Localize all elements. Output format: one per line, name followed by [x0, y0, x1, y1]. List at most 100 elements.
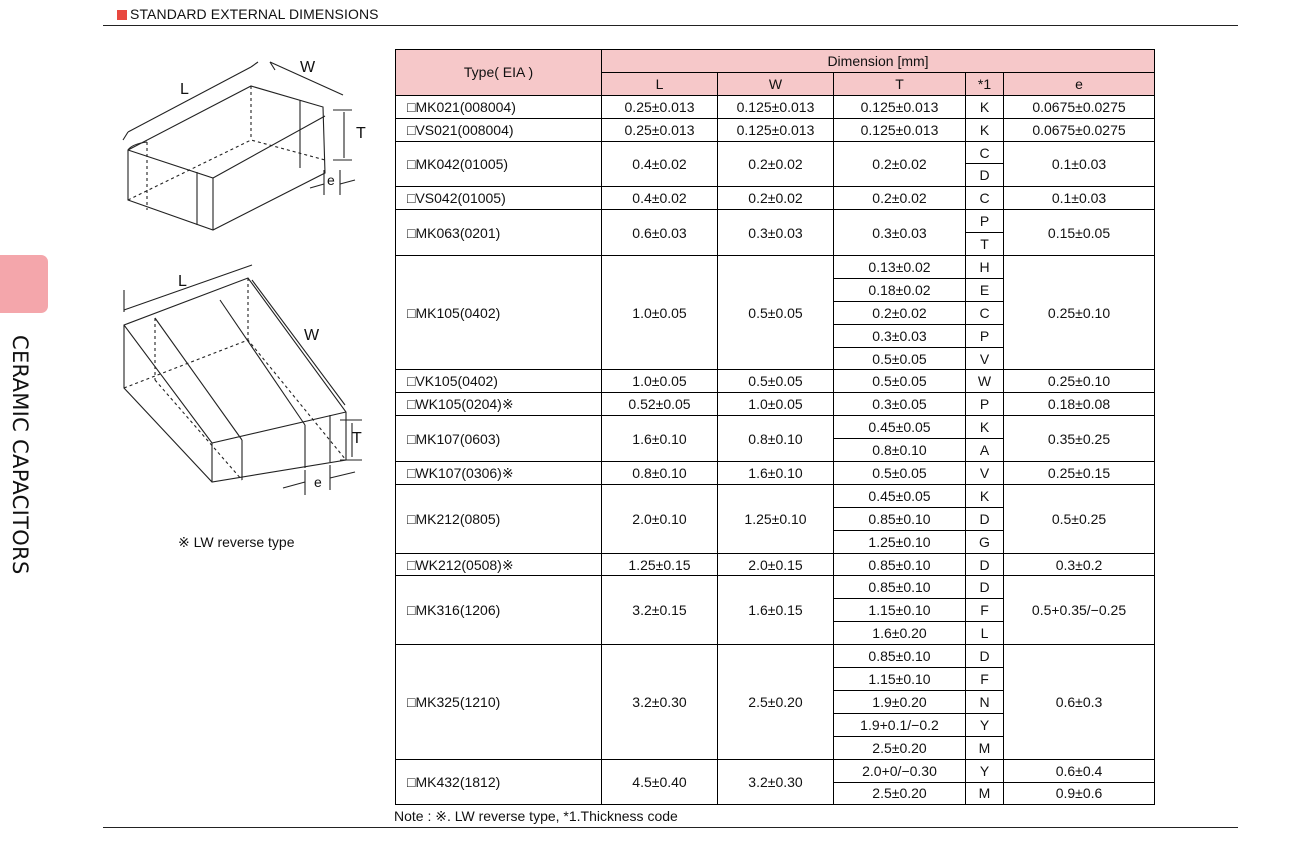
type-cell: □VS021(008004) — [395, 117, 602, 142]
col-header-e: e — [1002, 71, 1156, 96]
thickness-cell: 0.5±0.05 — [833, 346, 966, 371]
thickness-code-cell: T — [965, 232, 1004, 257]
thickness-cell: 0.125±0.013 — [833, 94, 966, 119]
thickness-cell: 0.85±0.10 — [833, 575, 966, 600]
width-cell: 2.0±0.15 — [717, 552, 834, 577]
width-cell: 2.5±0.20 — [717, 644, 834, 760]
thickness-code-cell: V — [965, 346, 1004, 371]
type-cell: □WK212(0508)※ — [395, 552, 602, 577]
thickness-code-cell: D — [965, 506, 1004, 531]
thickness-code-cell: M — [965, 781, 1004, 806]
thickness-cell: 0.3±0.03 — [833, 323, 966, 348]
length-cell: 1.6±0.10 — [601, 415, 718, 463]
thickness-cell: 0.8±0.10 — [833, 438, 966, 463]
type-cell: □WK105(0204)※ — [395, 392, 602, 417]
thickness-cell: 1.6±0.20 — [833, 621, 966, 646]
table-footnote: Note : ※. LW reverse type, *1.Thickness … — [394, 808, 678, 824]
type-cell: □VS042(01005) — [395, 186, 602, 211]
width-cell: 3.2±0.30 — [717, 758, 834, 806]
thickness-cell: 0.5±0.05 — [833, 369, 966, 394]
thickness-cell: 1.25±0.10 — [833, 529, 966, 554]
thickness-code-cell: V — [965, 461, 1004, 485]
e-cell: 0.15±0.05 — [1002, 209, 1156, 257]
section-title-text: STANDARD EXTERNAL DIMENSIONS — [130, 6, 379, 22]
thickness-code-cell: D — [965, 163, 1004, 188]
thickness-code-cell: P — [965, 209, 1004, 234]
length-cell: 0.52±0.05 — [601, 392, 718, 417]
length-cell: 1.0±0.05 — [601, 255, 718, 371]
width-cell: 0.125±0.013 — [717, 94, 834, 119]
thickness-cell: 2.0+0/−0.30 — [833, 758, 966, 783]
thickness-code-cell: E — [965, 277, 1004, 302]
thickness-cell: 0.85±0.10 — [833, 552, 966, 577]
thickness-code-cell: D — [965, 552, 1004, 577]
thickness-code-cell: K — [965, 415, 1004, 440]
e-cell: 0.18±0.08 — [1002, 392, 1156, 417]
length-cell: 3.2±0.15 — [601, 575, 718, 646]
dimension-header: Dimension [mm] — [600, 49, 1156, 73]
thickness-code-cell: M — [965, 735, 1004, 760]
width-cell: 1.6±0.15 — [717, 575, 834, 646]
type-cell: □MK063(0201) — [395, 209, 602, 257]
type-cell: □MK107(0603) — [395, 415, 602, 463]
width-cell: 0.2±0.02 — [717, 186, 834, 211]
e-cell: 0.0675±0.0275 — [1002, 94, 1156, 119]
thickness-code-cell: F — [965, 598, 1004, 623]
e-cell: 0.3±0.2 — [1002, 552, 1156, 577]
type-cell: □VK105(0402) — [395, 369, 602, 394]
col-header-code: *1 — [965, 71, 1004, 96]
type-cell: □MK021(008004) — [395, 94, 602, 119]
thickness-cell: 0.5±0.05 — [833, 461, 966, 485]
thickness-code-cell: H — [965, 255, 1004, 279]
thickness-cell: 0.18±0.02 — [833, 277, 966, 302]
label-e-top: e — [327, 172, 335, 188]
length-cell: 0.6±0.03 — [601, 209, 718, 257]
thickness-cell: 0.3±0.05 — [833, 392, 966, 417]
dimension-drawings: L W T e L W T e — [122, 59, 366, 495]
length-cell: 0.8±0.10 — [601, 461, 718, 485]
length-cell: 1.25±0.15 — [601, 552, 718, 577]
length-cell: 3.2±0.30 — [601, 644, 718, 760]
thickness-cell: 0.2±0.02 — [833, 140, 966, 188]
e-cell: 0.1±0.03 — [1002, 186, 1156, 211]
e-cell: 0.1±0.03 — [1002, 140, 1156, 188]
type-header: Type( EIA ) — [395, 49, 602, 96]
type-cell: □WK107(0306)※ — [395, 461, 602, 485]
side-label: CERAMIC CAPACITORS — [8, 335, 32, 575]
thickness-code-cell: K — [965, 117, 1004, 142]
width-cell: 0.5±0.05 — [717, 369, 834, 394]
length-cell: 0.25±0.013 — [601, 117, 718, 142]
thickness-cell: 0.3±0.03 — [833, 209, 966, 257]
thickness-cell: 2.5±0.20 — [833, 781, 966, 806]
width-cell: 0.2±0.02 — [717, 140, 834, 188]
width-cell: 1.6±0.10 — [717, 461, 834, 485]
type-cell: □MK042(01005) — [395, 140, 602, 188]
thickness-cell: 0.2±0.02 — [833, 300, 966, 325]
type-cell: □MK432(1812) — [395, 758, 602, 806]
e-cell: 0.25±0.10 — [1002, 369, 1156, 394]
thickness-code-cell: F — [965, 667, 1004, 691]
thickness-code-cell: Y — [965, 712, 1004, 737]
thickness-cell: 1.9±0.20 — [833, 689, 966, 714]
red-square-icon — [117, 10, 127, 20]
thickness-code-cell: K — [965, 483, 1004, 508]
label-W-bottom: W — [304, 327, 320, 344]
width-cell: 0.125±0.013 — [717, 117, 834, 142]
thickness-cell: 0.13±0.02 — [833, 255, 966, 279]
e-cell: 0.35±0.25 — [1002, 415, 1156, 463]
thickness-code-cell: P — [965, 323, 1004, 348]
lw-reverse-note: ※ LW reverse type — [178, 534, 295, 550]
thickness-code-cell: C — [965, 140, 1004, 165]
length-cell: 2.0±0.10 — [601, 483, 718, 554]
